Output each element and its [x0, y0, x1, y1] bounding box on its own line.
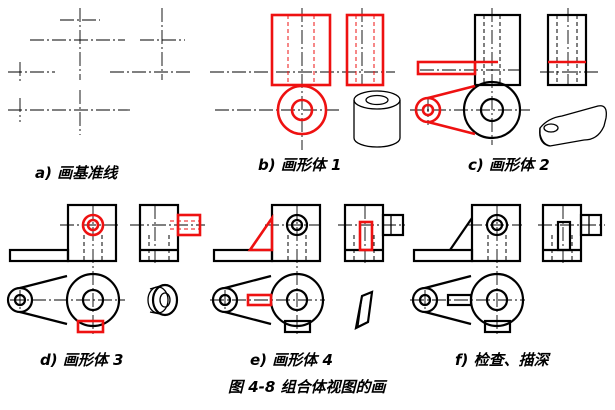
panel-f-check-darken — [410, 203, 605, 335]
panel-e-shape-4 — [210, 203, 405, 335]
boss-sketch — [147, 283, 179, 317]
rib-sketch — [354, 290, 374, 330]
cylinder-sketch — [353, 90, 401, 148]
panel-b-shape-1 — [210, 8, 401, 150]
caption-c: c) 画形体 2 — [468, 156, 550, 174]
caption-a: a) 画基准线 — [35, 164, 119, 182]
caption-e: e) 画形体 4 — [250, 351, 333, 369]
caption-b: b) 画形体 1 — [258, 156, 341, 174]
panel-c-shape-2 — [410, 8, 607, 147]
panel-d-shape-3 — [6, 203, 205, 335]
panel-a-base-lines — [8, 8, 190, 135]
caption-f: f) 检查、描深 — [455, 351, 552, 369]
figure-title: 图 4-8 组合体视图的画 — [228, 378, 388, 396]
caption-d: d) 画形体 3 — [40, 351, 123, 369]
plate-sketch — [539, 105, 607, 147]
